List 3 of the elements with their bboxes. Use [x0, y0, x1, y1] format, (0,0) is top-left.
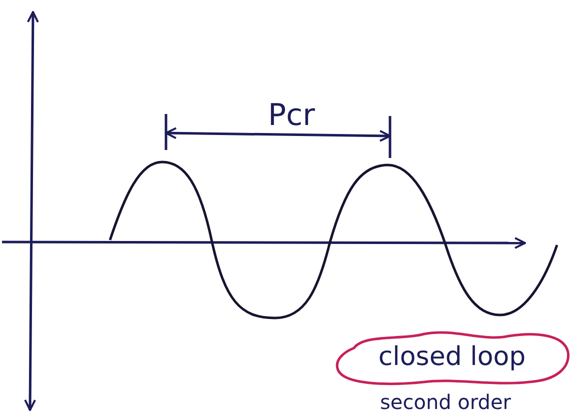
period-label: Pcr — [268, 98, 315, 133]
note-text: closed loop — [378, 342, 526, 372]
note-text: second order — [380, 390, 512, 414]
